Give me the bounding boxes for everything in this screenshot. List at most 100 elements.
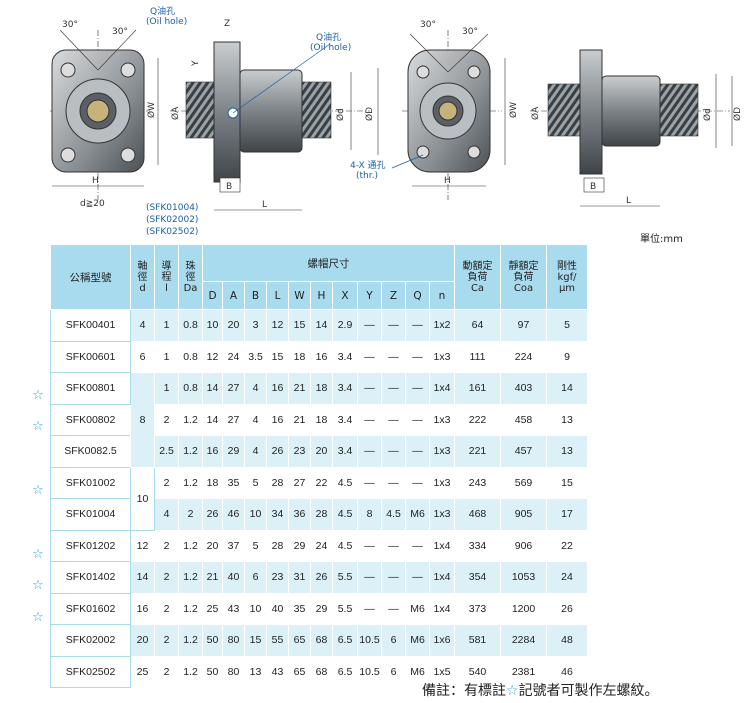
dim-l: L bbox=[262, 200, 267, 210]
cell-n: 1x4 bbox=[429, 561, 455, 594]
footnote: 備註：有標註☆記號者可製作左螺紋。 bbox=[422, 683, 659, 699]
cell-Z: 6 bbox=[381, 624, 406, 657]
cell-B: 4 bbox=[244, 435, 267, 468]
cell-D: 10 bbox=[202, 309, 223, 342]
cell-B: 5 bbox=[244, 466, 267, 499]
cell-D: 12 bbox=[202, 340, 223, 373]
cell-L: 23 bbox=[266, 561, 289, 594]
cell-Da: 2 bbox=[178, 498, 203, 531]
cell-W: 23 bbox=[288, 435, 311, 468]
angle-label: 30° bbox=[462, 27, 478, 37]
cell-L: 12 bbox=[266, 309, 289, 342]
cell-K: 46 bbox=[546, 655, 588, 688]
star-icon: ☆ bbox=[506, 683, 519, 699]
cell-Ca: 111 bbox=[454, 340, 501, 373]
cell-K: 24 bbox=[546, 561, 588, 594]
dim-a-2: ØA bbox=[530, 106, 541, 120]
cell-Z: — bbox=[381, 466, 406, 499]
cell-H: 14 bbox=[310, 309, 333, 342]
cell-Coa: 905 bbox=[500, 498, 547, 531]
cell-Ca: 222 bbox=[454, 403, 501, 436]
thru-hole-label: 4-X 通孔 bbox=[350, 160, 386, 171]
cell-H: 18 bbox=[310, 403, 333, 436]
cell-Coa: 2381 bbox=[500, 655, 547, 688]
cell-A: 37 bbox=[222, 529, 245, 562]
cell-Y: — bbox=[357, 466, 382, 499]
cell-d: 20 bbox=[130, 624, 155, 657]
cell-Da: 1.2 bbox=[178, 435, 203, 468]
cell-Coa: 1053 bbox=[500, 561, 547, 594]
dim-d-small: Ød bbox=[335, 108, 346, 121]
cell-Z: — bbox=[381, 309, 406, 342]
cell-H: 16 bbox=[310, 340, 333, 373]
cell-H: 18 bbox=[310, 372, 333, 405]
cell-W: 31 bbox=[288, 561, 311, 594]
cell-Q: M6 bbox=[405, 592, 430, 625]
cell-Z: — bbox=[381, 435, 406, 468]
oil-hole-label-2: Q油孔 bbox=[316, 31, 341, 43]
cell-Y: — bbox=[357, 529, 382, 562]
cell-K: 48 bbox=[546, 624, 588, 657]
cell-K: 26 bbox=[546, 592, 588, 625]
cell-Q: M6 bbox=[405, 624, 430, 657]
model-cell: SFK01602 bbox=[50, 592, 131, 625]
unit-label: 單位:mm bbox=[640, 234, 683, 245]
cell-B: 4 bbox=[244, 403, 267, 436]
cell-D: 14 bbox=[202, 403, 223, 436]
cell-X: 5.5 bbox=[332, 592, 358, 625]
star-icon: ☆ bbox=[32, 387, 44, 403]
cell-d: 25 bbox=[130, 655, 155, 688]
cell-n: 1x3 bbox=[429, 466, 455, 499]
cell-L: 28 bbox=[266, 529, 289, 562]
model-cell: SFK00802 bbox=[50, 403, 131, 436]
cell-Q: — bbox=[405, 340, 430, 373]
cell-K: 15 bbox=[546, 466, 588, 499]
cell-X: 4.5 bbox=[332, 498, 358, 531]
oil-hole-label-en: (Oil hole) bbox=[146, 17, 187, 27]
cell-K: 17 bbox=[546, 498, 588, 531]
cell-Z: — bbox=[381, 561, 406, 594]
cell-Da: 1.2 bbox=[178, 592, 203, 625]
cell-K: 22 bbox=[546, 529, 588, 562]
nut-side-view-1: Q油孔 (Oil hole) ØA Ød ØD Z Y B L (SFK0100… bbox=[146, 19, 379, 237]
cell-B: 10 bbox=[244, 498, 267, 531]
models-note-2: (SFK02002) bbox=[146, 215, 198, 225]
star-icon: ☆ bbox=[32, 610, 44, 626]
cell-W: 18 bbox=[288, 340, 311, 373]
dim-y: Y bbox=[191, 60, 201, 67]
cell-Da: 1.2 bbox=[178, 529, 203, 562]
header-col-Z: Z bbox=[381, 281, 406, 310]
cell-Z: — bbox=[381, 372, 406, 405]
cell-L: 40 bbox=[266, 592, 289, 625]
cell-l: 2 bbox=[154, 466, 179, 499]
cell-n: 1x3 bbox=[429, 403, 455, 436]
nut-side-view-2: ØA Ød ØD B L bbox=[530, 49, 743, 207]
model-cell: SFK0082.5 bbox=[50, 435, 131, 468]
cell-Coa: 2284 bbox=[500, 624, 547, 657]
cell-W: 36 bbox=[288, 498, 311, 531]
angle-label: 30° bbox=[112, 27, 128, 37]
cell-D: 20 bbox=[202, 529, 223, 562]
cell-A: 27 bbox=[222, 372, 245, 405]
cell-A: 46 bbox=[222, 498, 245, 531]
d-condition-label: d≧20 bbox=[80, 199, 105, 209]
cell-L: 28 bbox=[266, 466, 289, 499]
cell-A: 29 bbox=[222, 435, 245, 468]
model-cell: SFK01202 bbox=[50, 529, 131, 562]
cell-K: 13 bbox=[546, 403, 588, 436]
cell-L: 34 bbox=[266, 498, 289, 531]
cell-Q: — bbox=[405, 435, 430, 468]
cell-B: 5 bbox=[244, 529, 267, 562]
cell-Coa: 906 bbox=[500, 529, 547, 562]
cell-D: 14 bbox=[202, 372, 223, 405]
cell-X: 4.5 bbox=[332, 529, 358, 562]
